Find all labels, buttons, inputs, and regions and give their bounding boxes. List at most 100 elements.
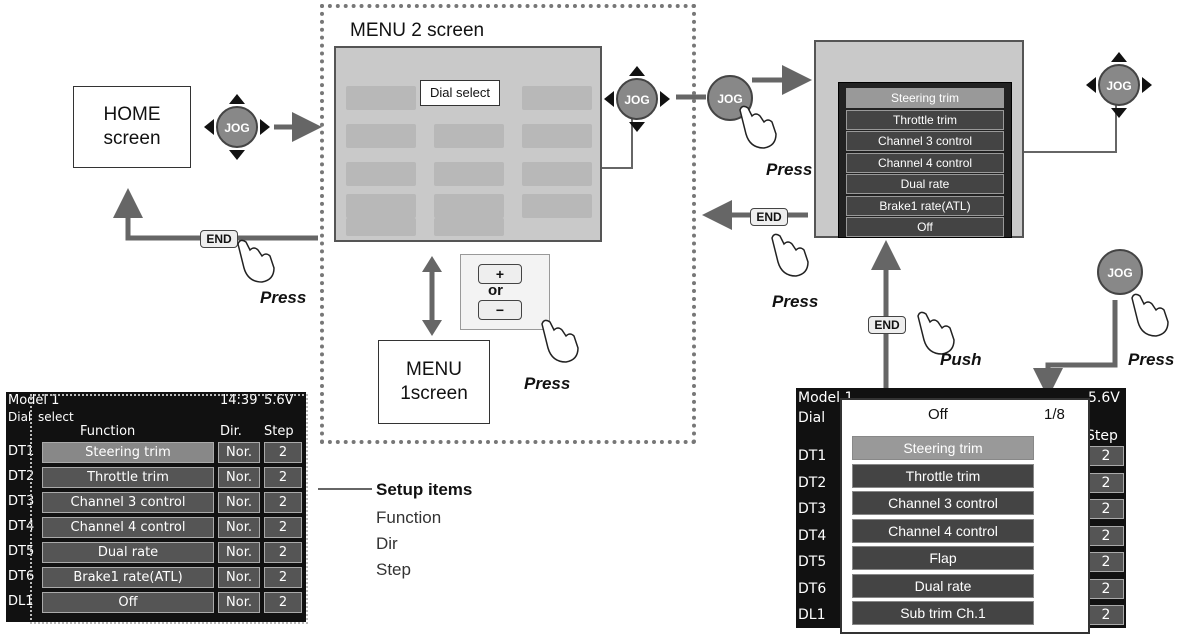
step-cell[interactable]: 2: [264, 592, 302, 613]
step-cell[interactable]: 2: [1088, 552, 1124, 572]
function-list-item[interactable]: Brake1 rate(ATL): [846, 195, 1004, 216]
menu-item: [346, 194, 416, 218]
svg-text:JOG: JOG: [624, 93, 649, 107]
popup-option[interactable]: Channel 4 control: [852, 518, 1034, 543]
press-label: Press: [766, 160, 813, 179]
home-screen-box: HOME screen: [73, 86, 191, 168]
jog-dial-icon[interactable]: JOG: [602, 64, 672, 134]
pressing-hand-icon: [237, 239, 275, 283]
step-cell[interactable]: 2: [1088, 472, 1124, 493]
svg-text:JOG: JOG: [1106, 79, 1131, 93]
function-list-item[interactable]: Off: [846, 217, 1004, 237]
step-cell[interactable]: 2: [1088, 605, 1124, 625]
dir-cell[interactable]: Nor.: [218, 517, 260, 538]
plus-key[interactable]: +: [478, 264, 522, 284]
setup-items-title: Setup items: [376, 480, 473, 499]
row-tag: DT2: [8, 469, 35, 484]
dir-cell[interactable]: Nor.: [218, 542, 260, 563]
row-tag: DT5: [798, 554, 827, 570]
step-cell[interactable]: 2: [264, 442, 302, 463]
menu-item: [346, 124, 416, 148]
function-cell[interactable]: Brake1 rate(ATL): [42, 567, 214, 588]
row-tag: DT6: [8, 569, 35, 584]
menu2-screen: [334, 46, 602, 242]
end-button[interactable]: END: [200, 230, 238, 248]
menu-item: [434, 124, 504, 148]
function-list-item[interactable]: Dual rate: [846, 174, 1004, 194]
header-select: select: [38, 410, 74, 424]
end-button[interactable]: END: [868, 316, 906, 334]
step-cell[interactable]: 2: [264, 567, 302, 588]
battery-voltage: 5.6V: [264, 393, 294, 408]
function-list-item[interactable]: Steering trim: [846, 88, 1004, 108]
pressing-hand-icon: [1131, 293, 1169, 337]
step-cell[interactable]: 2: [1088, 446, 1124, 466]
menu2-title: MENU 2 screen: [350, 20, 485, 41]
popup-option[interactable]: Dual rate: [852, 573, 1034, 598]
press-label: Press: [524, 374, 571, 393]
menu-item: [346, 218, 416, 236]
push-label: Push: [940, 350, 982, 369]
step-cell[interactable]: 2: [264, 467, 302, 488]
menu1-screen-box: MENU 1screen: [378, 340, 490, 424]
minus-key[interactable]: −: [478, 300, 522, 320]
popup-option[interactable]: Channel 3 control: [852, 491, 1034, 515]
svg-text:JOG: JOG: [717, 92, 742, 106]
dir-cell[interactable]: Nor.: [218, 442, 260, 463]
jog-dial-icon[interactable]: JOG: [202, 92, 272, 162]
popup-page-indicator: 1/8: [1044, 406, 1065, 423]
menu-item: [522, 162, 592, 186]
function-list-item[interactable]: Channel 4 control: [846, 152, 1004, 173]
step-cell[interactable]: 2: [264, 492, 302, 513]
row-tag: DT3: [8, 494, 35, 509]
dir-cell[interactable]: Nor.: [218, 492, 260, 513]
step-cell[interactable]: 2: [1088, 525, 1124, 546]
popup-option[interactable]: Flap: [852, 546, 1034, 570]
press-label: Press: [1128, 350, 1175, 369]
dir-cell[interactable]: Nor.: [218, 467, 260, 488]
popup-current-value: Off: [928, 406, 948, 423]
row-tag: DT1: [8, 444, 35, 459]
pressing-hand-icon: [739, 105, 777, 149]
row-tag: DT2: [798, 474, 827, 491]
function-list-item[interactable]: Channel 3 control: [846, 131, 1004, 151]
setup-item: Step: [376, 560, 411, 579]
menu-item: [346, 86, 416, 110]
pressing-hand-icon: [771, 233, 809, 277]
battery-voltage: 5.6V: [1088, 390, 1120, 406]
step-cell[interactable]: 2: [1088, 578, 1124, 599]
header-dial: Dial: [8, 410, 32, 424]
press-label: Press: [260, 288, 307, 307]
row-tag: DT6: [798, 580, 827, 597]
step-cell[interactable]: 2: [1088, 499, 1124, 519]
setup-items-highlight: [30, 394, 308, 624]
popup-option[interactable]: Throttle trim: [852, 463, 1034, 488]
pressing-hand-icon: [541, 319, 579, 363]
menu-item: [346, 162, 416, 186]
dir-cell[interactable]: Nor.: [218, 567, 260, 588]
jog-dial-icon[interactable]: JOG: [1084, 50, 1154, 120]
end-button[interactable]: END: [750, 208, 788, 226]
setup-item: Dir: [376, 534, 398, 553]
popup-option[interactable]: Sub trim Ch.1: [852, 601, 1034, 625]
row-tag: DL1: [798, 607, 826, 623]
row-tag: DL1: [8, 594, 34, 609]
row-tag: DT4: [798, 527, 827, 544]
popup-option[interactable]: Steering trim: [852, 436, 1034, 460]
function-cell[interactable]: Channel 3 control: [42, 492, 214, 513]
menu-item: [522, 86, 592, 110]
row-tag: DT4: [8, 519, 35, 534]
function-cell[interactable]: Off: [42, 592, 214, 613]
function-cell[interactable]: Steering trim: [42, 442, 214, 463]
function-cell[interactable]: Dual rate: [42, 542, 214, 563]
dir-cell[interactable]: Nor.: [218, 592, 260, 613]
clock-time: 14:39: [220, 393, 258, 408]
function-list-item[interactable]: Throttle trim: [846, 109, 1004, 130]
dial-select-button[interactable]: Dial select: [420, 80, 500, 106]
jog-press-icon[interactable]: JOG: [1094, 246, 1146, 298]
step-cell[interactable]: 2: [264, 517, 302, 538]
step-cell[interactable]: 2: [264, 542, 302, 563]
function-cell[interactable]: Channel 4 control: [42, 517, 214, 538]
function-cell[interactable]: Throttle trim: [42, 467, 214, 488]
menu-item: [522, 124, 592, 148]
